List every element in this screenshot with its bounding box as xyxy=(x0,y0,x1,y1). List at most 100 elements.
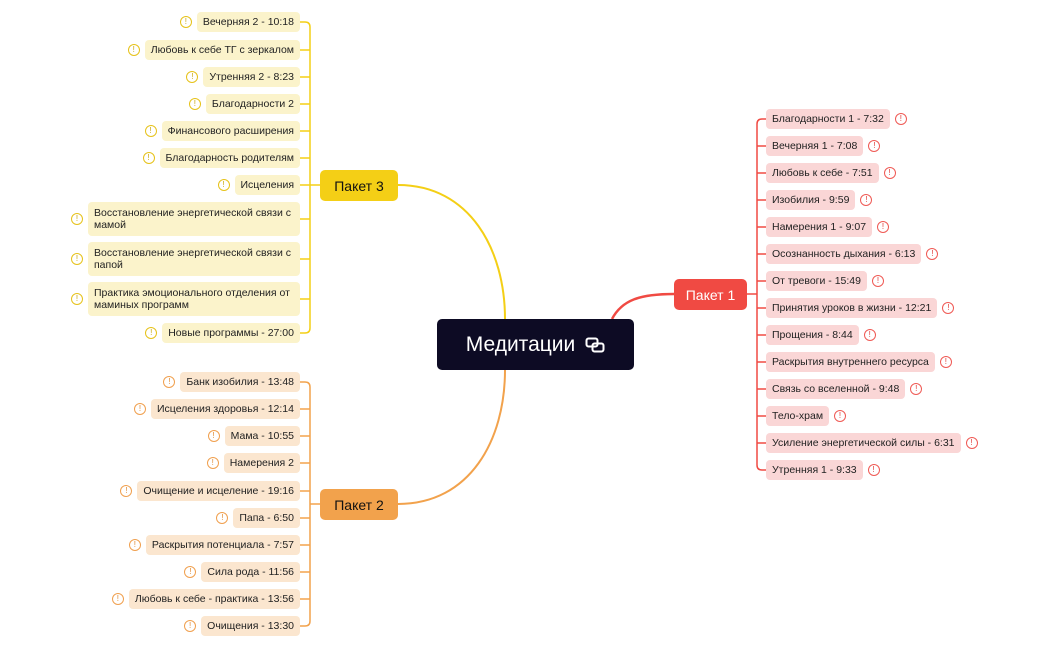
central-topic-label: Медитации xyxy=(465,332,576,356)
info-marker-icon[interactable]: ! xyxy=(871,275,884,287)
leaf-label: Финансового расширения xyxy=(161,121,300,141)
info-marker-icon[interactable]: ! xyxy=(939,356,952,368)
leaf-topic[interactable]: Тело-храм! xyxy=(766,406,847,426)
info-marker-icon[interactable]: ! xyxy=(145,327,158,339)
leaf-topic[interactable]: Принятия уроков в жизни - 12:21! xyxy=(766,298,955,318)
leaf-topic[interactable]: !Очищения - 13:30 xyxy=(184,616,300,636)
leaf-label: Прощения - 8:44 xyxy=(766,325,859,345)
leaf-label: Намерения 1 - 9:07 xyxy=(766,217,873,237)
info-marker-icon[interactable]: ! xyxy=(207,430,220,442)
leaf-topic[interactable]: !Утренняя 2 - 8:23 xyxy=(186,67,300,87)
leaf-label: Изобилия - 9:59 xyxy=(766,190,856,210)
info-marker-icon[interactable]: ! xyxy=(184,566,197,578)
leaf-label: Сила рода - 11:56 xyxy=(201,562,300,582)
leaf-topic[interactable]: Изобилия - 9:59! xyxy=(766,190,873,210)
leaf-topic[interactable]: Утренняя 1 - 9:33! xyxy=(766,460,880,480)
info-marker-icon[interactable]: ! xyxy=(71,253,83,265)
leaf-label: Папа - 6:50 xyxy=(233,508,300,528)
info-marker-icon[interactable]: ! xyxy=(71,213,83,225)
info-marker-icon[interactable]: ! xyxy=(179,16,192,28)
info-marker-icon[interactable]: ! xyxy=(860,194,873,206)
leaf-topic[interactable]: От тревоги - 15:49! xyxy=(766,271,884,291)
connector-line xyxy=(397,369,506,505)
info-marker-icon[interactable]: ! xyxy=(71,293,83,305)
connector-line xyxy=(300,620,311,627)
info-marker-icon[interactable]: ! xyxy=(128,539,141,551)
info-marker-icon[interactable]: ! xyxy=(834,410,847,422)
leaf-label: Восстановление энергетической связи с па… xyxy=(88,242,300,276)
info-marker-icon[interactable]: ! xyxy=(217,179,230,191)
leaf-topic[interactable]: ! Восстановление энергетической связи с м… xyxy=(71,202,300,236)
info-marker-icon[interactable]: ! xyxy=(867,464,880,476)
leaf-topic[interactable]: !Благодарности 2 xyxy=(188,94,300,114)
leaf-topic[interactable]: !Исцеления здоровья - 12:14 xyxy=(134,399,300,419)
info-marker-icon[interactable]: ! xyxy=(184,620,197,632)
leaf-topic[interactable]: Намерения 1 - 9:07! xyxy=(766,217,890,237)
info-marker-icon[interactable]: ! xyxy=(188,98,201,110)
info-marker-icon[interactable]: ! xyxy=(206,457,219,469)
info-marker-icon[interactable]: ! xyxy=(863,329,876,341)
package-2-topic[interactable]: Пакет 2 xyxy=(320,489,398,520)
leaf-topic[interactable]: ! Восстановление энергетической связи с п… xyxy=(71,242,300,276)
leaf-topic[interactable]: Осознанность дыхания - 6:13! xyxy=(766,244,939,264)
leaf-topic[interactable]: !Практика эмоционального отделения от ма… xyxy=(71,282,300,316)
leaf-topic[interactable]: !Очищение и исцеление - 19:16 xyxy=(120,481,300,501)
info-marker-icon[interactable]: ! xyxy=(965,437,978,449)
info-marker-icon[interactable]: ! xyxy=(142,152,155,164)
connector-line xyxy=(300,327,311,334)
leaf-topic[interactable]: !Банк изобилия - 13:48 xyxy=(163,372,300,392)
leaf-topic[interactable]: !Благодарность родителям xyxy=(142,148,300,168)
leaf-topic[interactable]: Благодарности 1 - 7:32! xyxy=(766,109,907,129)
leaf-label: Раскрытия внутреннего ресурса xyxy=(766,352,935,372)
leaf-label: Любовь к себе - 7:51 xyxy=(766,163,879,183)
leaf-topic[interactable]: Раскрытия внутреннего ресурса! xyxy=(766,352,952,372)
leaf-label: Мама - 10:55 xyxy=(224,426,300,446)
leaf-label: Исцеления xyxy=(234,175,300,195)
info-marker-icon[interactable]: ! xyxy=(868,140,881,152)
leaf-label: Тело-храм xyxy=(766,406,830,426)
info-marker-icon[interactable]: ! xyxy=(942,302,955,314)
connector-line xyxy=(397,184,506,320)
info-marker-icon[interactable]: ! xyxy=(127,44,140,56)
info-marker-icon[interactable]: ! xyxy=(111,593,124,605)
info-marker-icon[interactable]: ! xyxy=(186,71,199,83)
info-marker-icon[interactable]: ! xyxy=(894,113,907,125)
leaf-topic[interactable]: !Раскрытия потенциала - 7:57 xyxy=(128,535,300,555)
connector-line xyxy=(610,292,675,320)
leaf-topic[interactable]: Вечерняя 1 - 7:08! xyxy=(766,136,881,156)
package-1-label: Пакет 1 xyxy=(685,286,736,303)
leaf-topic[interactable]: ! Сила рода - 11:56 xyxy=(184,562,300,582)
leaf-label: Усиление энергетической силы - 6:31 xyxy=(766,433,961,453)
info-marker-icon[interactable]: ! xyxy=(883,167,896,179)
leaf-topic[interactable]: ! Намерения 2 xyxy=(206,453,300,473)
leaf-topic[interactable]: !Любовь к себе ТГ с зеркалом xyxy=(127,40,300,60)
info-marker-icon[interactable]: ! xyxy=(216,512,229,524)
leaf-topic[interactable]: ! Новые программы - 27:00 xyxy=(145,323,300,343)
leaf-topic[interactable]: ! Мама - 10:55 xyxy=(207,426,300,446)
leaf-topic[interactable]: Связь со вселенной - 9:48! xyxy=(766,379,923,399)
info-marker-icon[interactable]: ! xyxy=(120,485,133,497)
leaf-topic[interactable]: Усиление энергетической силы - 6:31! xyxy=(766,433,978,453)
leaf-topic[interactable]: Прощения - 8:44! xyxy=(766,325,876,345)
leaf-topic[interactable]: ! Исцеления xyxy=(217,175,300,195)
info-marker-icon[interactable]: ! xyxy=(144,125,157,137)
leaf-label: Новые программы - 27:00 xyxy=(162,323,300,343)
info-marker-icon[interactable]: ! xyxy=(134,403,146,415)
info-marker-icon[interactable]: ! xyxy=(926,248,939,260)
leaf-label: Осознанность дыхания - 6:13 xyxy=(766,244,922,264)
leaf-topic[interactable]: ! Финансового расширения xyxy=(144,121,300,141)
leaf-topic[interactable]: !Вечерняя 2 - 10:18 xyxy=(179,12,300,32)
leaf-topic[interactable]: Любовь к себе - 7:51! xyxy=(766,163,896,183)
package-1-topic[interactable]: Пакет 1 xyxy=(674,279,747,310)
info-marker-icon[interactable]: ! xyxy=(877,221,890,233)
leaf-topic[interactable]: ! Любовь к себе - практика - 13:56 xyxy=(111,589,300,609)
central-topic[interactable]: Медитации xyxy=(437,319,634,370)
info-marker-icon[interactable]: ! xyxy=(910,383,923,395)
leaf-label: Любовь к себе - практика - 13:56 xyxy=(128,589,300,609)
package-3-topic[interactable]: Пакет 3 xyxy=(320,170,398,201)
leaf-label: Намерения 2 xyxy=(223,453,300,473)
info-marker-icon[interactable]: ! xyxy=(163,376,176,388)
leaf-topic[interactable]: ! Папа - 6:50 xyxy=(216,508,300,528)
leaf-label: Восстановление энергетической связи с ма… xyxy=(88,202,300,236)
